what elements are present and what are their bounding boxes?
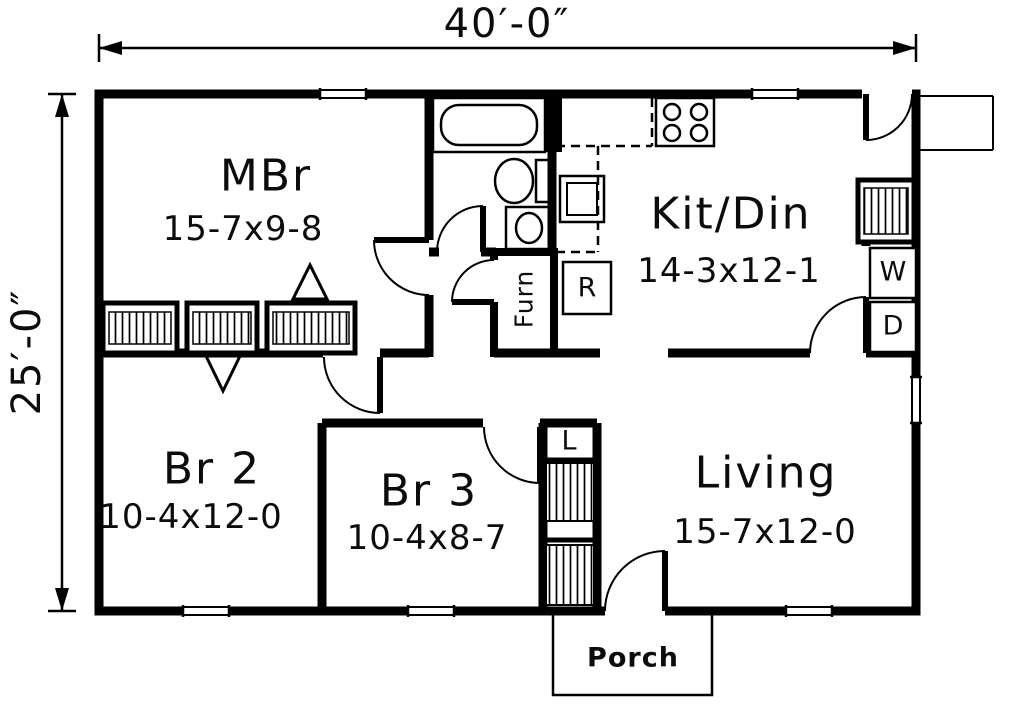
- doors: [323, 93, 913, 612]
- refrigerator-label: R: [577, 272, 597, 304]
- bath-door: [436, 205, 486, 253]
- room-size-mbr: 15-7x9-8: [162, 209, 324, 249]
- room-label-living: Living: [694, 447, 838, 499]
- porch-door: [604, 550, 668, 612]
- laundry-door: [809, 296, 869, 354]
- refrigerator-box: [561, 260, 613, 316]
- room-label-br3: Br 3: [379, 465, 479, 517]
- windows: [181, 88, 922, 617]
- closet-door-marker: [290, 261, 330, 301]
- dryer-box: [868, 300, 918, 354]
- linen-label: L: [561, 425, 577, 457]
- washer-label: W: [879, 256, 907, 288]
- dimension-width-label: 40′-0″: [443, 1, 571, 47]
- porch-outline: [551, 611, 714, 697]
- dimension-height-label: 25′-0″: [4, 288, 50, 416]
- bathtub-icon: [431, 96, 547, 154]
- mbr-door: [373, 237, 430, 296]
- kitchen-sink-icon: [558, 174, 606, 224]
- mbr-closet-3: [264, 300, 358, 356]
- kitchen-fixtures: [556, 96, 918, 354]
- linen-closet-1: [545, 462, 595, 522]
- closet-door-marker: [203, 354, 243, 395]
- room-size-kitdin: 14-3x12-1: [637, 251, 821, 291]
- mbr-closet-2: [184, 300, 260, 356]
- br2-door: [323, 356, 383, 414]
- closets: [100, 177, 917, 606]
- window-living-right: [910, 375, 922, 425]
- room-size-living: 15-7x12-0: [673, 512, 857, 552]
- mbr-closet-1: [100, 300, 180, 356]
- range-icon: [654, 96, 716, 148]
- room-label-mbr: MBr: [219, 150, 313, 202]
- dimension-lines: [48, 34, 918, 613]
- toilet-icon: [493, 157, 553, 205]
- room-size-br2: 10-4x12-0: [99, 497, 283, 537]
- bathroom-fixtures: [431, 96, 554, 251]
- linen-closet-2: [545, 544, 595, 606]
- sink-icon: [504, 205, 554, 251]
- window-br2-bottom: [181, 605, 231, 617]
- laundry-closet: [855, 177, 917, 245]
- porch-label: Porch: [587, 642, 679, 674]
- furnace-door: [451, 259, 495, 305]
- room-label-br2: Br 2: [162, 443, 262, 495]
- back-door: [863, 93, 913, 141]
- window-mbr-top: [318, 88, 368, 100]
- washer-box: [868, 246, 918, 300]
- back-stoop: [920, 95, 994, 151]
- window-living-bottom: [784, 605, 834, 617]
- dryer-label: D: [882, 310, 904, 342]
- br3-door: [483, 426, 543, 484]
- room-size-br3: 10-4x8-7: [346, 518, 508, 558]
- window-br3-bottom: [406, 605, 456, 617]
- room-label-kitdin: Kit/Din: [650, 188, 812, 240]
- furnace-label: Furn: [509, 269, 539, 329]
- window-kitchen-top: [750, 88, 800, 100]
